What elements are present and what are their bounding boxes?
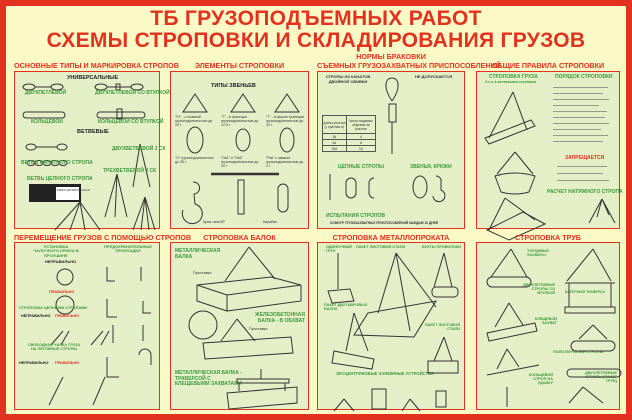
caption-link-o: "О" грузоподъемностью до 25 т [175,156,214,165]
label-single-load: ОДИНОЧНЫЙ ГРУЗ [326,245,352,254]
moving-illustration [48,267,152,406]
table-cell: 16 [345,145,377,152]
panel-elements: ТИПЫ ЗВЕНЬЕВ "Рт" - с плавной грузоподъе… [170,71,309,229]
poster-title-line1: ТБ ГРУЗОПОДЪЕМНЫХ РАБОТ [150,7,482,30]
label-protective-pads: ПРЕДОХРАНИТЕЛЬНЫЕ ПРОКЛАДКИ [104,244,152,254]
panel-pipe-slinging: ТОРЦЕВЫЕ ЗАХВАТЫ ДВУХПЕТЛЕВЫЕ СТРОПЫ СО … [476,242,622,410]
rolled-metal-illustration [327,252,459,412]
label-end-grips: ТОРЦЕВЫЕ ЗАХВАТЫ [527,249,550,258]
label-three-branch: ТРЕХВЕТВЕВОЙ 3 СК [103,168,157,174]
section-title-elements: ЭЛЕМЕНТЫ СТРОПОВКИ [194,61,285,70]
label-ibeam-pack: ПАКЕТ ДВУТАВРОВЫХ БАЛОК [324,303,368,312]
inspection-note: ОСМОТР ГРУЗОЗАХВАТНЫХ ПРИСПОСОБЛЕНИЙ КАЖ… [330,221,439,225]
label-universal: УНИВЕРСАЛЬНЫЕ [67,75,119,81]
panel-moving-loads: УСТАНОВКА ЧАЛОЧНОГО КРЮКА В ПРОУШИНЕ ПРЕ… [14,242,160,410]
panel-general-rules: СТРОПОВКА ГРУЗА 3-х и 4-ветвевыми стропа… [476,71,623,241]
label-forbidden: ЗАПРЕЩАЕТСЯ [565,155,605,161]
table-head: Длина участка (l, кратная d) [322,115,347,134]
caption-link-ov: "Ов1" и "Ов2" грузоподъемностью до 20 т [221,156,259,169]
label-wire-coils: БУХТЫ ПРОВОЛОКИ [422,245,461,249]
label-two-loop-slings: ДВУХПЕТЛЕВЫЕ СТРОПЫ СО ВТУЛКОЙ [523,283,555,296]
caption-link-t32: "Т" - в форме трапеции грузоподъемностью… [266,115,304,128]
cargo-slinging-illustration [484,91,547,241]
label-links-hooks: ЗВЕНЬЯ, КРЮКИ [410,164,452,170]
label-wrong: НЕПРАВИЛЬНО [19,361,49,365]
rope-loop-illustration [385,77,399,154]
label-eccentric-clamps: ЭКСЦЕНТРИКОВЫЕ ЗАЖИМНЫЕ УСТРОЙСТВА [336,371,435,376]
marking-tag-label: БИРКА МАРКИРОВОЧНАЯ [57,189,90,192]
caption-link-rt: "Рт" - с плавной грузоподъемностью до 15… [175,115,213,128]
label-two-loop: ДВУХПЕТЛЕВОЙ [25,90,67,96]
label-right: ПРАВИЛЬНО [55,314,80,318]
rejection-table: Длина участка (l, кратная d)Число видимы… [322,115,377,152]
label-hook-install: УСТАНОВКА ЧАЛОЧНОГО КРЮКА В ПРОУШИНЕ [33,244,79,258]
label-tension-calc: РАСЧЕТ НАТЯЖНОГО СТРОПА [547,189,623,195]
pipes-illustration [486,248,622,407]
label-chain-slinging: СТРОПОВКА ЦЕПНЫМИ СТРОПАМИ [19,306,88,310]
label-right: ПРАВИЛЬНО [55,361,80,365]
table-cell: 30d [322,145,347,152]
label-traverse-beam: МЕТАЛЛИЧЕСКАЯ БАЛКА - ТРАВЕРСОЙ С КЛЕЩЕВ… [175,370,242,387]
label-towel-slings: ПОЛОТЕНЧАТЫЕ СТРОПЫ [553,350,604,354]
label-two-loop-sleeve: ДВУХПЕТЛЕВОЙ СО ВТУЛКОЙ [95,90,170,96]
label-slinging-order: ПОРЯДОК СТРОПОВКИ [555,74,613,80]
section-title-reject-top: НОРМЫ БРАКОВКИ [356,52,426,61]
label-sheet-pack-2: ПАКЕТ ЛИСТОВОЙ СТАЛИ [424,323,460,332]
label-sheet-pack: ПАКЕТ ЛИСТОВОЙ СТАЛИ [356,245,406,249]
beams-illustration [188,246,302,410]
sling-loops-illustration [22,83,146,120]
section-title-moving: ПЕРЕМЕЩЕНИЕ ГРУЗОВ С ПОМОЩЬЮ СТРОПОВ [14,233,192,242]
marking-tag: БИРКА МАРКИРОВОЧНАЯ [29,184,90,202]
section-title-rules: ОБЩИЕ ПРАВИЛА СТРОПОВКИ [491,61,605,70]
panel-beam-slinging: МЕТАЛЛИЧЕСКАЯ БАЛКА Проставка ЖЕЛЕЗОБЕТО… [170,242,309,410]
label-two-branch: ДВУХВЕТВЕВОЙ 2 СК [112,146,166,152]
caption-carabiner: Карабин [263,220,277,224]
label-ring-sleeve: КОЛЬЦЕВОЙ СО ВТУЛКОЙ [98,119,164,125]
label-link-types: ТИПЫ ЗВЕНЬЕВ [211,83,256,89]
panel-sling-types: УНИВЕРСАЛЬНЫЕ ДВУХПЕТЛЕВОЙ ДВУХПЕТЛЕВОЙ … [14,71,170,231]
chain-hook-illustration [329,174,446,203]
label-metal-beam: МЕТАЛЛИЧЕСКАЯ БАЛКА [175,248,221,260]
section-title-types: ОСНОВНЫЕ ТИПЫ И МАРКИРОВКА СТРОПОВ [14,61,179,70]
caption-hook: Крюк типа КР [203,220,225,224]
label-chain-branch: ВЕТВЬ ЦЕПНОГО СТРОПА [27,176,93,182]
label-slinging-sub: 3-х и 4-ветвевыми стропами [485,80,536,84]
label-not-allowed: НЕ ДОПУСКАЕТСЯ [415,74,453,79]
label-ring-grip: КЛЕЩЕВОЙ ЗАХВАТ [534,317,557,326]
links-illustration [181,93,300,225]
section-title-reject: СЪЕМНЫХ ГРУЗОЗАХВАТНЫХ ПРИСПОСОБЛЕНИЙ [317,61,501,70]
label-loop-slinging: СВОБОДНАЯ ЧАЛКА ГРУЗА НА ПЕТЛЕВЫЕ СТРОПЫ [27,343,81,352]
tension-diagram [588,198,616,224]
panel-rejection-norms: СТРОПЫ ИЗ КАНАТОВ ДВОЙНОЙ СВИВКИ НЕ ДОПУ… [317,71,465,229]
label-spacer: Проставка [193,271,212,275]
branch-slings-illustration [25,143,156,231]
label-chain-slings: ЦЕПНЫЕ СТРОПЫ [338,164,384,170]
section-title-beams: СТРОПОВКА БАЛОК [203,233,276,242]
label-wrong: НЕПРАВИЛЬНО [45,259,77,264]
label-right: ПРАВИЛЬНО [49,289,75,294]
table-head: Число видимых обрывов на участке [345,115,377,134]
poster-title-line2: СХЕМЫ СТРОПОВКИ И СКЛАДИРОВАНИЯ ГРУЗОВ [46,29,586,52]
caption-link-rzv: "Рзв" с замком грузоподъемностью до 2 т [266,156,304,169]
label-ring: КОЛЬЦЕВОЙ [31,119,63,125]
label-sling-tests: ИСПЫТАНИЯ СТРОПОВ [326,213,386,219]
label-cargo-slinging: СТРОПОВКА ГРУЗА [489,74,538,80]
label-spacer: Проставка [249,327,268,331]
section-title-pipes: СТРОПОВКА ТРУБ [515,233,581,242]
section-title-rolled: СТРОПОВКА МЕТАЛЛОПРОКАТА [332,233,450,242]
panel-rolled-metal: ОДИНОЧНЫЙ ГРУЗ ПАКЕТ ЛИСТОВОЙ СТАЛИ БУХТ… [317,242,465,412]
label-rope-branch: ВЕТВЬ КАНАТНОГО СТРОПА [21,160,93,166]
label-wrong: НЕПРАВИЛЬНО [21,314,51,318]
label-double-lay-ropes: СТРОПЫ ИЗ КАНАТОВ ДВОЙНОЙ СВИВКИ [325,74,371,84]
label-branch: ВЕТВЕВЫЕ [77,129,109,135]
caption-link-t: "Т" - в трапеции грузоподъемностью до 12… [221,115,259,128]
label-concrete-beam: ЖЕЛЕЗОБЕТОННАЯ БАЛКА - В ОБХВАТ [255,312,305,324]
label-beam-traverse: БАЛОЧНАЯ ТРАВЕРСА [565,290,605,294]
label-ring-choke: КОЛЬЦЕВОЙ СТРОП НА УДАВКУ [528,373,553,386]
